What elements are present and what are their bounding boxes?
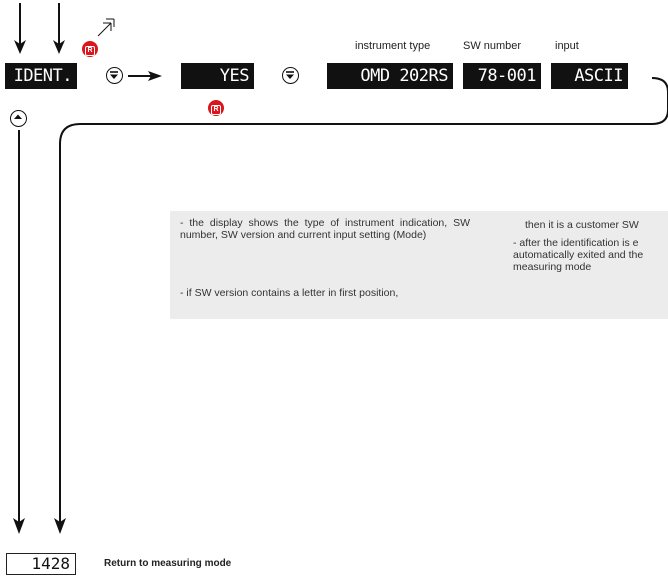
down-circle-icon [110, 71, 118, 79]
display-ident: IDENT. [5, 63, 77, 89]
header-input: input [555, 40, 579, 52]
display-yes: YES [181, 63, 254, 89]
header-sw-number: SW number [463, 40, 522, 52]
diagonal-arrow-icon [97, 22, 112, 37]
info-text-1: - the display shows the type of instrume… [180, 217, 470, 241]
up-button[interactable] [10, 110, 27, 127]
entry-arrowhead-2 [53, 40, 65, 54]
info-text-4: - after the identification is e automati… [513, 237, 644, 273]
return-arrowhead-2 [54, 518, 66, 534]
display-instrument-type: OMD 202RS [327, 63, 453, 89]
info-panel: - the display shows the type of instrume… [170, 211, 668, 319]
loop-line [59, 77, 668, 528]
return-label: Return to measuring mode [104, 558, 232, 569]
down-button[interactable] [106, 67, 123, 84]
up-circle-icon [14, 114, 22, 119]
entry-arrowhead-1 [14, 40, 26, 54]
info-text-3: then it is a customer SW [525, 219, 639, 231]
info-text-2: - if SW version contains a letter in fir… [180, 287, 399, 299]
display-sw-number: 78-001 [463, 63, 541, 89]
header-instrument-type: instrument type [355, 40, 431, 52]
reset-badge-icon: R [208, 100, 224, 116]
reset-badge-icon: R [82, 41, 98, 57]
return-display: 1428 [6, 553, 76, 575]
display-input: ASCII [551, 63, 628, 89]
return-arrowhead-1 [13, 518, 25, 534]
down-circle-icon [286, 71, 294, 79]
down-button[interactable] [282, 67, 299, 84]
next-arrowhead [148, 71, 162, 81]
